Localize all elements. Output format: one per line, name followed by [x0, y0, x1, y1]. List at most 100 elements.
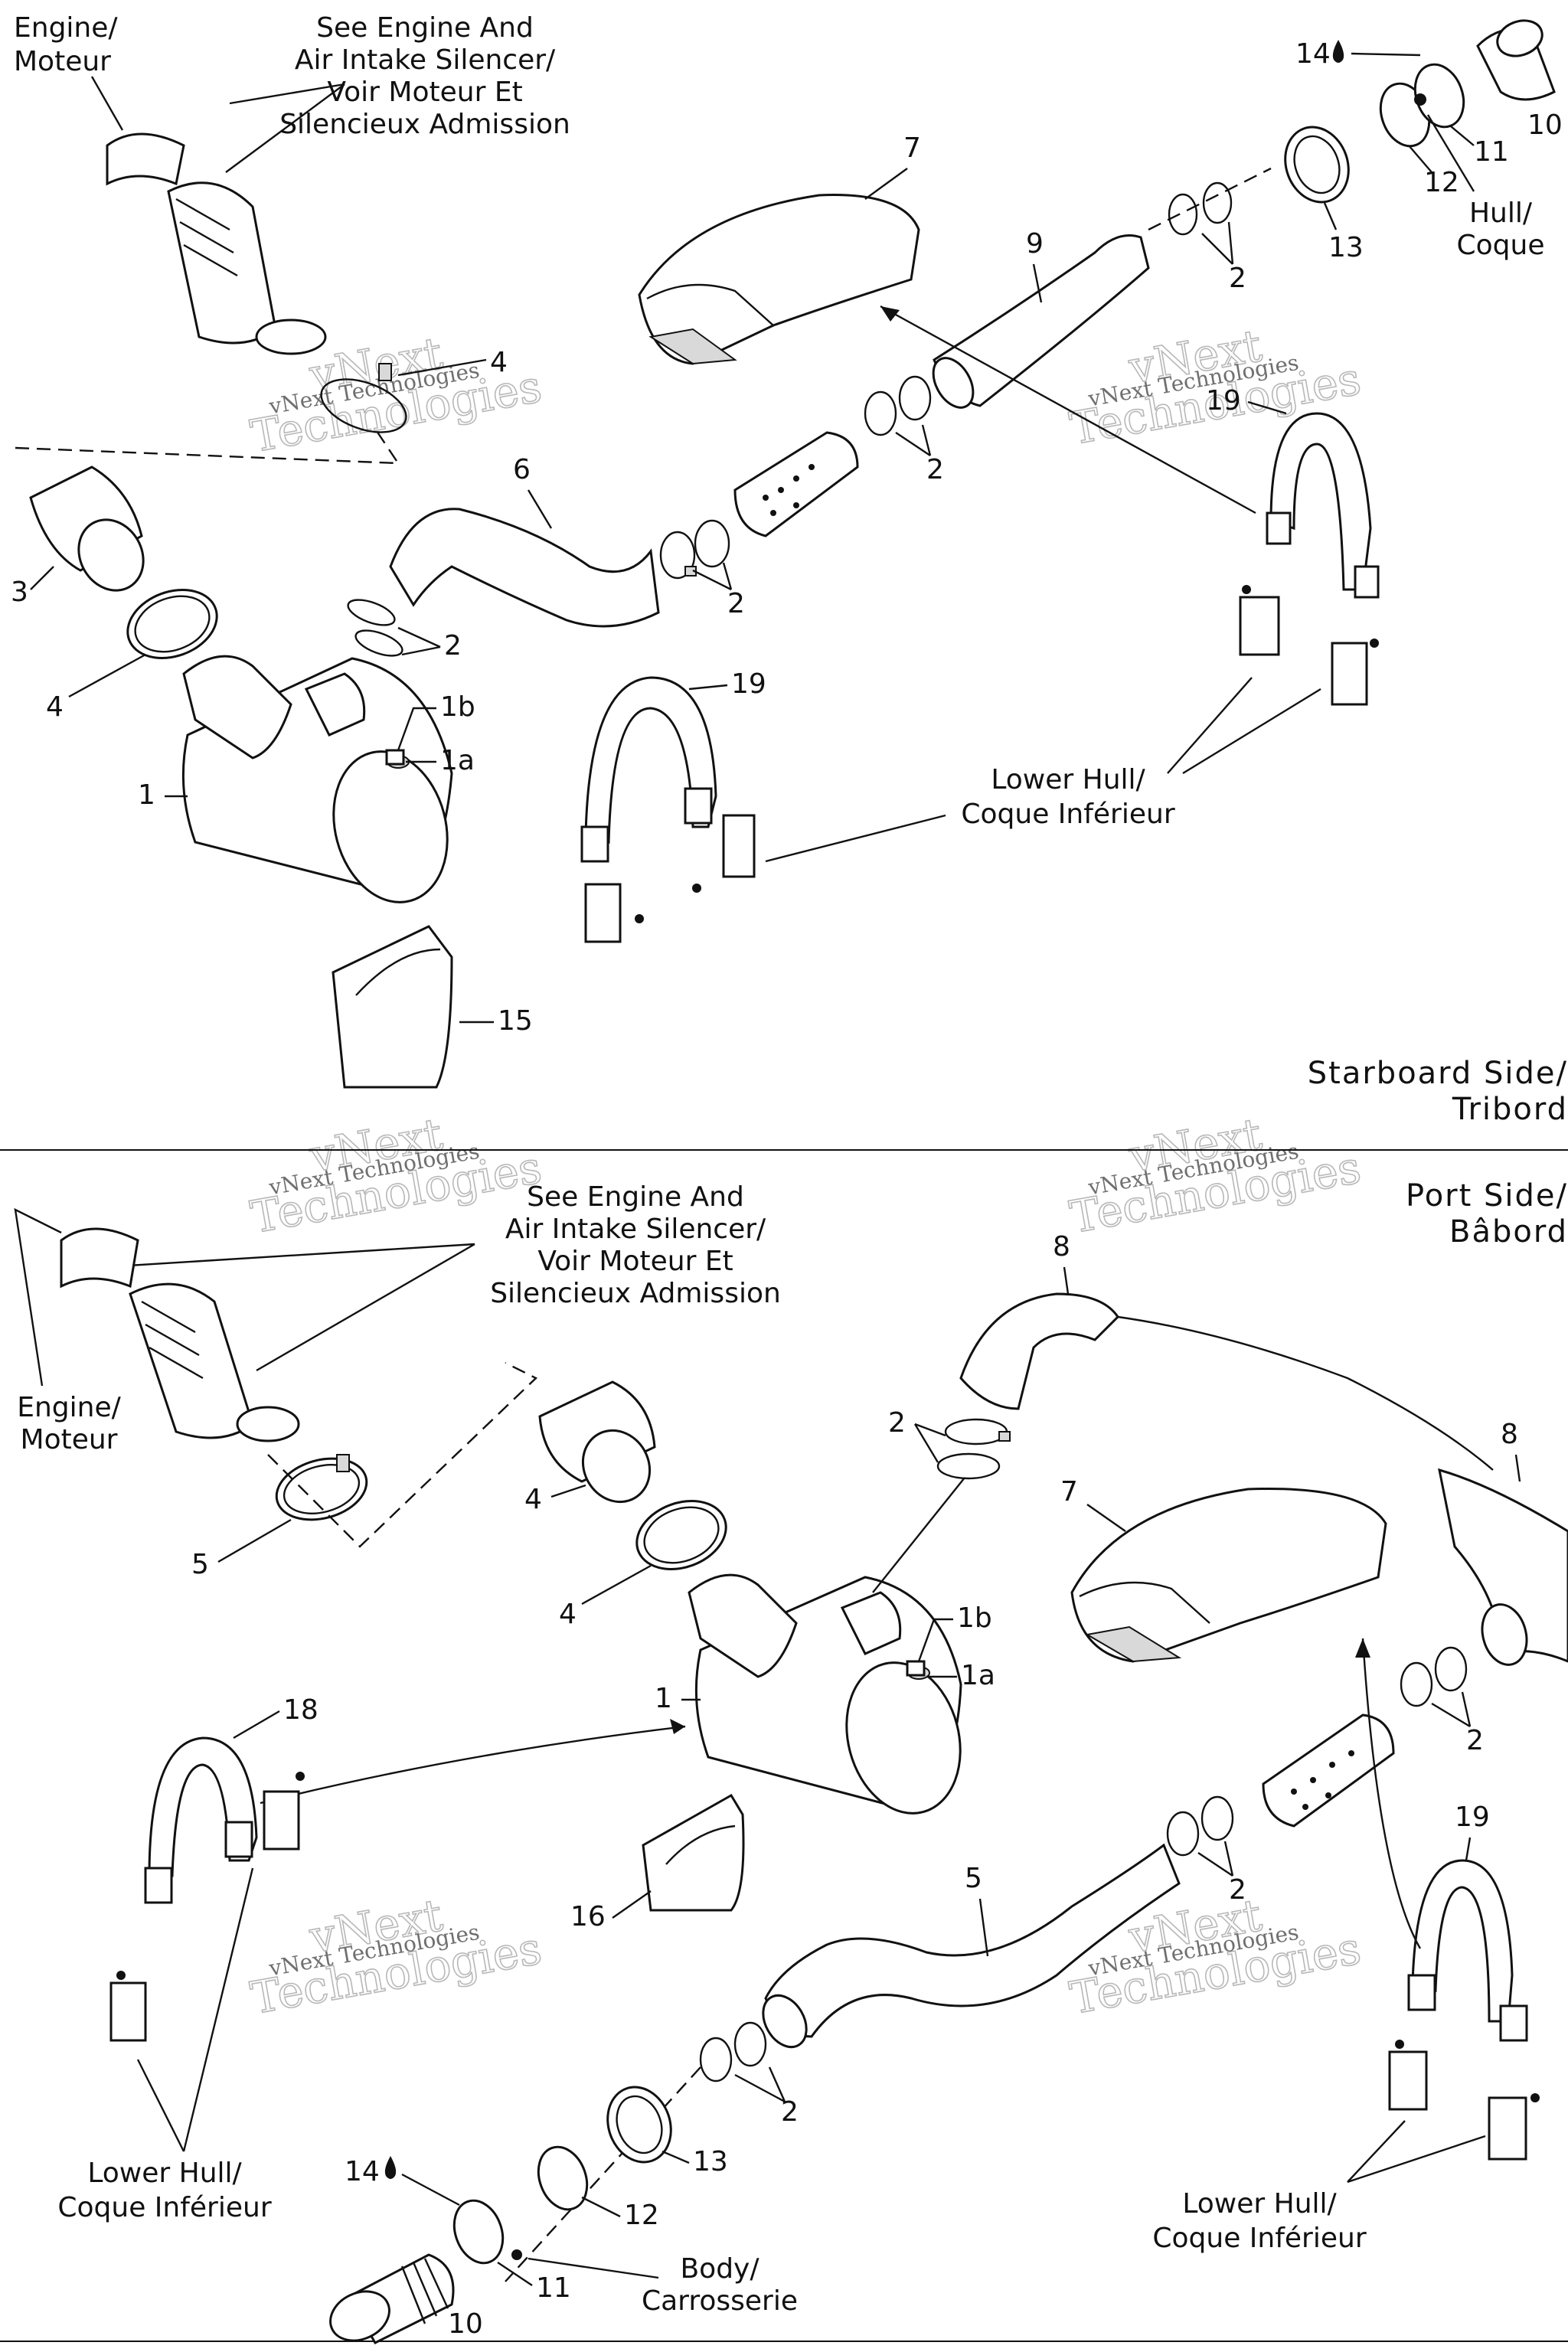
callout-bottom-19: 19: [1455, 1802, 1490, 1833]
callout-top-1: 1: [138, 779, 155, 811]
callout-bottom-7: 7: [1060, 1476, 1078, 1508]
lower-hull-label-bottom-right: Lower Hull/: [1182, 2188, 1337, 2220]
hull-label-2: Coque: [1457, 230, 1545, 261]
see-engine-label-bottom: See Engine And: [527, 1181, 744, 1213]
drop-icon-bottom: [384, 2156, 397, 2179]
clamps-2-top-b: [659, 519, 730, 580]
callout-top-13: 13: [1328, 232, 1364, 263]
callout-bottom-11: 11: [536, 2272, 571, 2304]
clamp-4-top: [320, 363, 407, 433]
brackets-top-mid: [584, 814, 756, 943]
callout-top-2c: 2: [926, 454, 944, 485]
silencer-7-bottom: [1070, 1488, 1387, 1663]
callout-top-7: 7: [903, 132, 921, 164]
lower-hull-label-top-2: Coque Inférieur: [961, 799, 1174, 830]
brackets-bottom-right: [1388, 2040, 1540, 2161]
clamps-2-bottom-d: [699, 2021, 767, 2082]
ring-13-top: [1284, 126, 1350, 204]
engine-label-top: Engine/: [14, 12, 118, 44]
callout-bottom-18: 18: [283, 1694, 318, 1726]
callout-bottom-14: 14: [345, 2156, 380, 2187]
see-engine-label-bottom-3: Voir Moteur Et: [537, 1246, 733, 1277]
gaskets-11-12-top: [1379, 63, 1465, 148]
lower-hull-label-bottom-left-2: Coque Inférieur: [57, 2192, 271, 2223]
callout-top-12: 12: [1424, 167, 1459, 198]
callout-bottom-5: 5: [965, 1863, 982, 1894]
callout-top-4b: 4: [46, 691, 64, 723]
hull-label: Hull/: [1469, 198, 1533, 229]
callout-bottom-13: 13: [693, 2146, 728, 2177]
drop-icon-top: [1332, 40, 1344, 63]
starboard-side-label-2: Tribord: [1452, 1092, 1568, 1127]
nozzle-10-bottom: [329, 2253, 455, 2344]
brackets-bottom-left: [109, 1772, 305, 2042]
callout-bottom-8b: 8: [1501, 1419, 1518, 1450]
callout-bottom-1: 1: [655, 1683, 672, 1714]
see-engine-label-top: See Engine And: [316, 12, 534, 44]
port-side-label-2: Bâbord: [1449, 1214, 1568, 1250]
strap-19-top-right: [1266, 412, 1380, 599]
callout-top-2b: 2: [727, 588, 745, 619]
body-label-2: Carrosserie: [642, 2285, 798, 2317]
dashed-guide-top: [15, 428, 400, 465]
callout-bottom-10: 10: [448, 2308, 483, 2340]
lower-hull-label-top: Lower Hull/: [991, 764, 1145, 795]
clamps-2-top-d: [1168, 181, 1233, 236]
clamps-2-top-a: [347, 599, 403, 657]
body-label: Body/: [680, 2253, 760, 2285]
callout-bottom-1a: 1a: [961, 1660, 995, 1691]
callout-top-3: 3: [11, 577, 28, 608]
brackets-top-right: [1239, 585, 1379, 706]
engine-label-bottom-2: Moteur: [21, 1424, 118, 1455]
see-engine-label-top-3: Voir Moteur Et: [327, 77, 522, 108]
silencer-7-top: [638, 194, 920, 365]
pipe-9-top: [932, 234, 1150, 409]
callout-top-1a: 1a: [440, 745, 475, 776]
part-3-bottom: [538, 1380, 656, 1504]
muffler-1-bottom: [688, 1573, 962, 1815]
callout-top-9: 9: [1026, 228, 1044, 260]
saddle-15-top: [332, 925, 453, 1089]
callout-bottom-3: 4: [524, 1484, 542, 1515]
callout-top-11: 11: [1474, 136, 1509, 168]
callout-bottom-2c: 2: [1229, 1874, 1246, 1906]
saddle-16-bottom: [642, 1793, 745, 1912]
gasket-11-bottom: [452, 2199, 505, 2265]
callout-bottom-8a: 8: [1053, 1231, 1070, 1263]
callout-bottom-1b: 1b: [957, 1602, 992, 1634]
engine-intake-top: [106, 132, 327, 355]
strap-19-top-mid: [580, 676, 717, 863]
dashed-guide-bottom: [267, 1361, 538, 1548]
clamp-4-bottom-b: [635, 1500, 727, 1570]
pipe-8-bottom-a: [959, 1292, 1494, 1471]
clamps-2-bottom-a: [936, 1418, 1011, 1480]
see-engine-label-bottom-2: Air Intake Silencer/: [505, 1214, 766, 1245]
pipe-8-bottom-b: [1438, 1468, 1568, 1666]
clamps-2-bottom-c: [1166, 1795, 1234, 1857]
callout-top-14: 14: [1295, 38, 1331, 70]
pipe-6-top: [389, 508, 660, 628]
nozzle-10-top: [1476, 19, 1556, 101]
starboard-side-label: Starboard Side/: [1308, 1056, 1568, 1091]
gasket-12-bottom: [537, 2145, 589, 2211]
lower-hull-label-bottom-right-2: Coque Inférieur: [1152, 2223, 1366, 2254]
port-section: Port Side/ Bâbord See Engine And Air Int…: [14, 1178, 1568, 2344]
strap-18-bottom: [144, 1736, 258, 1904]
see-engine-leader-top-a: [229, 83, 345, 105]
callout-bottom-12: 12: [624, 2200, 659, 2231]
see-engine-label-bottom-4: Silencieux Admission: [490, 1278, 781, 1309]
engine-label-top-2: Moteur: [14, 46, 111, 77]
callout-top-6: 6: [513, 454, 531, 485]
callout-top-2d: 2: [1229, 263, 1246, 294]
part-3-top: [29, 466, 145, 592]
ring-13-bottom: [606, 2086, 672, 2164]
strap-19-bottom-right: [1407, 1859, 1528, 2042]
callout-top-4a: 4: [490, 347, 508, 378]
engine-label-bottom: Engine/: [17, 1392, 121, 1423]
callout-top-19a: 19: [1206, 385, 1241, 416]
see-engine-label-top-2: Air Intake Silencer/: [295, 44, 556, 76]
fitting-1a-bottom: [906, 1660, 930, 1680]
callout-bottom-2a: 2: [888, 1407, 906, 1439]
callout-bottom-2d: 2: [781, 2096, 799, 2128]
